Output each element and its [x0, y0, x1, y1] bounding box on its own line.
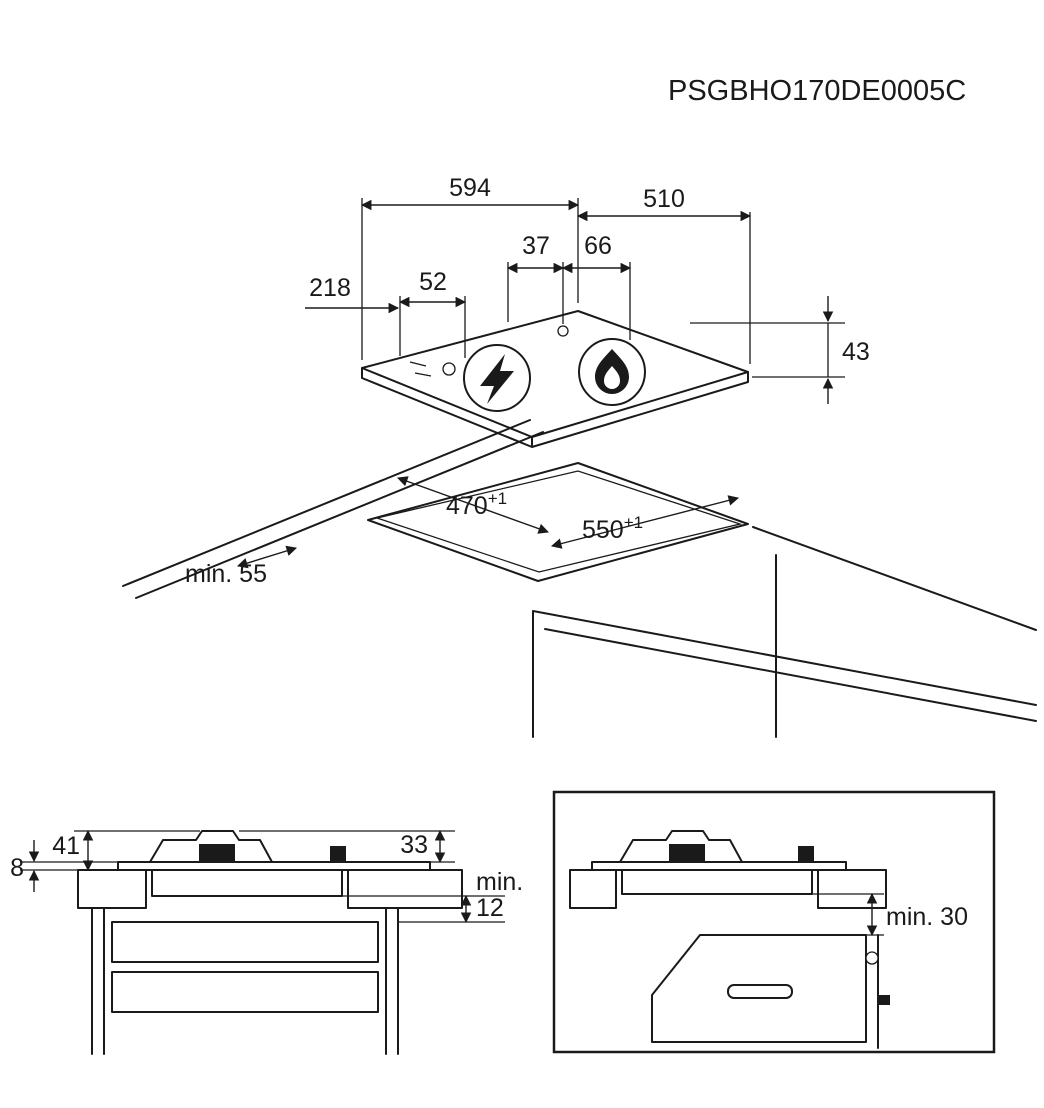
dim-66-label: 66 — [584, 232, 612, 260]
dim-510-label: 510 — [643, 185, 685, 213]
dim-33-label: 33 — [400, 831, 428, 859]
dim-470-label: 470+1 — [446, 489, 507, 520]
oven-handle — [727, 984, 793, 999]
hob-glass-section-oven — [591, 861, 847, 871]
burner-body-oven — [669, 844, 705, 862]
hob-dimensions: 594 510 37 66 218 52 43 — [305, 174, 870, 404]
drawer-front-bottom — [111, 971, 379, 1013]
dim-594-label: 594 — [449, 174, 491, 202]
pan-support-profile — [149, 830, 273, 863]
worktop-cutout-view: 470+1 550+1 min. 55 — [122, 419, 1037, 738]
oven-reference-lines — [812, 893, 884, 936]
hob-tub-section — [151, 869, 343, 897]
dashed-marks — [409, 361, 432, 377]
dim-43-label: 43 — [842, 338, 870, 366]
dim-min30-label: min. 30 — [886, 903, 968, 931]
worktop-section — [77, 869, 463, 909]
cabinet-sides — [91, 907, 399, 1055]
oven-switch — [878, 995, 890, 1005]
control-mark — [557, 325, 569, 337]
electric-burner-ring — [463, 344, 531, 412]
lightning-icon — [480, 354, 514, 404]
hob-glass-section — [117, 861, 431, 871]
oven-body — [651, 934, 867, 1043]
worktop-edges — [122, 419, 1037, 738]
hob-tub-section-oven — [621, 869, 813, 895]
gas-burner-ring — [578, 338, 646, 406]
dim-min12-label-value: 12 — [476, 894, 504, 922]
flame-icon-inner — [604, 366, 620, 389]
dim-min55-line — [236, 545, 298, 569]
dim-37-label: 37 — [522, 232, 550, 260]
dim-41-label: 41 — [52, 832, 80, 860]
dim-52-label: 52 — [419, 268, 447, 296]
cutout-inner — [374, 470, 743, 573]
pan-support-profile-oven — [619, 830, 743, 863]
dim-550-label: 550+1 — [582, 513, 643, 544]
oven-knob — [865, 951, 879, 965]
drawing-code: PSGBHO170DE0005C — [668, 75, 966, 107]
worktop-section-oven — [569, 869, 887, 909]
dim-470-line — [397, 476, 549, 534]
hob-isometric-view — [361, 310, 749, 448]
section-cabinet-view: 41 8 33 min. 12 — [10, 829, 523, 1055]
control-knob — [330, 846, 346, 862]
dim-min55-label: min. 55 — [185, 560, 267, 588]
section-oven-view: min. 30 — [552, 790, 996, 1054]
dim-218-label: 218 — [309, 274, 351, 302]
control-knob-oven — [798, 846, 814, 862]
burner-body — [199, 844, 235, 862]
dim-min12-label-word: min. — [476, 868, 523, 896]
hob-body-edge — [361, 367, 749, 448]
ignition-knob-mark — [442, 362, 456, 376]
extension-lines — [361, 198, 845, 378]
dim-550-line — [550, 495, 740, 549]
detail-box-border — [552, 790, 996, 1054]
dim-8-label: 8 — [10, 854, 24, 882]
drawer-front-top — [111, 921, 379, 963]
